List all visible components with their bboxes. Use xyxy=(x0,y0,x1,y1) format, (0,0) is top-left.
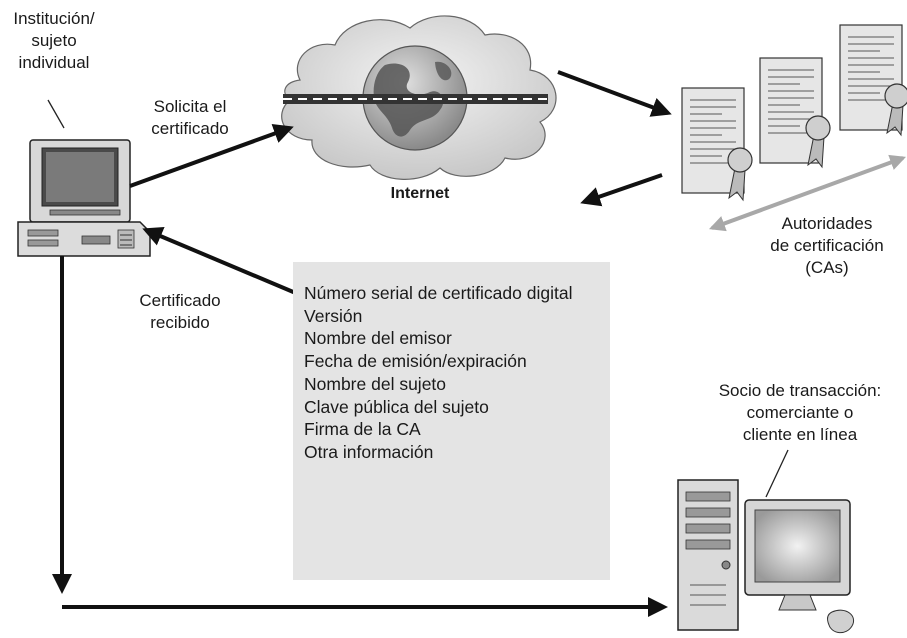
certificate-field: Otra información xyxy=(304,441,434,462)
partner-callout-line xyxy=(765,449,789,498)
certificate-field: Nombre del sujeto xyxy=(304,373,447,394)
ca-certificates-icon xyxy=(681,24,903,194)
certificate-field: Versión xyxy=(304,305,363,326)
certificate-field: Fecha de emisión/expiración xyxy=(304,351,527,372)
requester-label: Institución/ sujeto individual xyxy=(13,9,95,72)
ca-label: Autoridades de certificación (CAs) xyxy=(770,214,884,277)
requester-callout-line xyxy=(47,99,65,129)
received-label: Certificado recibido xyxy=(139,291,221,332)
certificate-fields-list: Número serial de certificado digital Ver… xyxy=(304,282,572,464)
certificate-text-lines xyxy=(690,36,894,164)
certificate-field: Nombre del emisor xyxy=(304,328,452,349)
partner-computer-icon xyxy=(677,479,854,634)
certificate-info-panel xyxy=(293,262,610,580)
certificate-received-arrow xyxy=(142,226,299,296)
certificate-field: Número serial de certificado digital xyxy=(304,283,573,303)
internet-label: Internet xyxy=(390,185,450,202)
ca-network-arrow xyxy=(708,154,907,232)
certificate-field: Clave pública del sujeto xyxy=(304,396,489,417)
internet-cloud-icon xyxy=(281,15,557,180)
internet-to-ca-arrow xyxy=(557,70,672,117)
ca-to-internet-arrow xyxy=(580,173,663,207)
request-arrow xyxy=(129,124,294,188)
certificate-field: Firma de la CA xyxy=(304,419,421,440)
transaction-partner-label: Socio de transacción: comerciante o clie… xyxy=(718,381,882,444)
requester-computer-icon xyxy=(17,139,151,257)
request-label: Solicita el certificado xyxy=(151,97,229,138)
